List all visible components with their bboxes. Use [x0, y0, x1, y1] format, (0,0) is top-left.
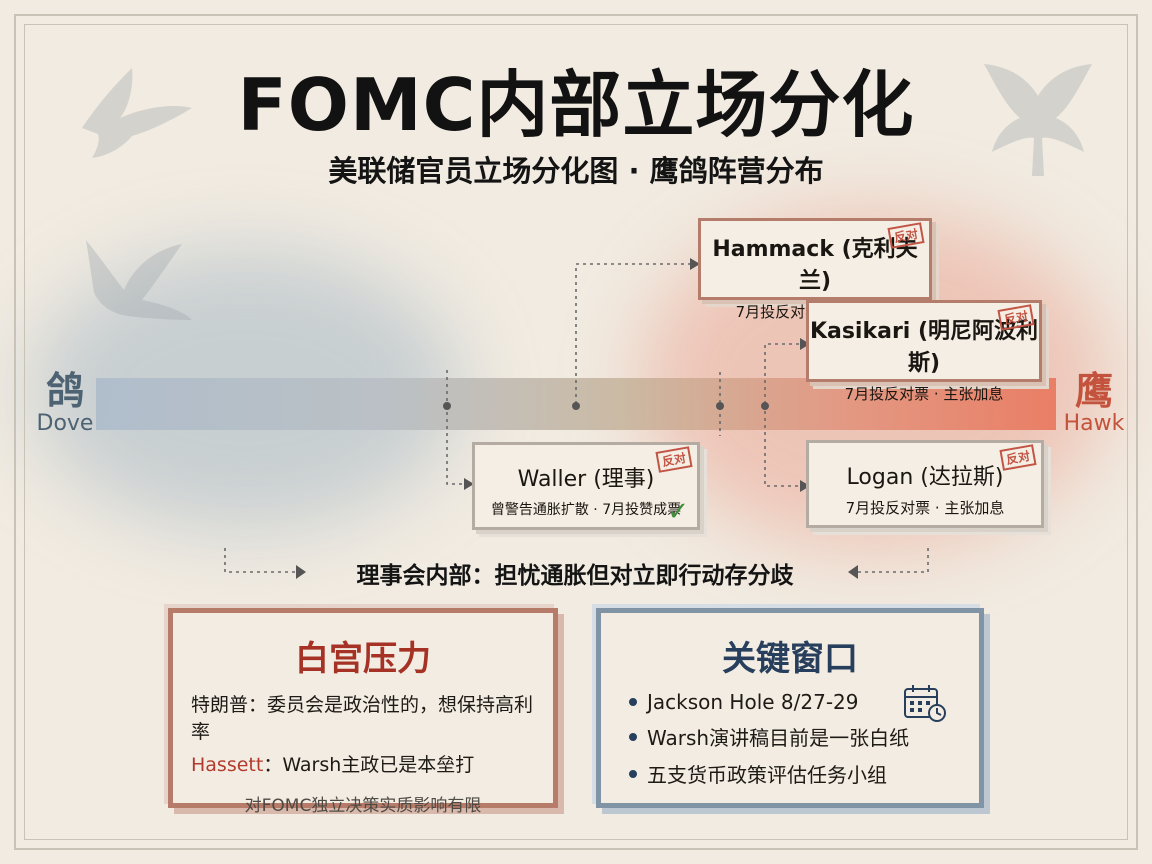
- key-window-item-text: Jackson Hole 8/27-29: [647, 690, 859, 714]
- checkmark-icon: ✓: [667, 497, 689, 527]
- dove-label-en: Dove: [36, 411, 94, 436]
- key-window-item-text: 五支货币政策评估任务小组: [647, 763, 887, 787]
- official-card-waller: Waller (理事) 曾警告通胀扩散 · 7月投赞成票 反对 ✓: [472, 442, 700, 530]
- calendar-icon: [904, 685, 946, 722]
- dove-icon: [86, 240, 192, 320]
- eagle-icon: [984, 64, 1092, 176]
- dove-label-cn: 鸽: [45, 368, 84, 413]
- official-note: 7月投反对票 · 主张加息: [845, 499, 1005, 517]
- hassett-text: ：Warsh主政已是本垒打: [263, 754, 475, 776]
- key-window-item: 五支货币政策评估任务小组: [629, 759, 951, 788]
- key-window-item-text: Warsh演讲稿目前是一张白纸: [647, 726, 910, 750]
- bullet-icon: [629, 732, 637, 741]
- hawk-label-cn: 鹰: [1074, 368, 1113, 413]
- official-name: Kasikari (明尼阿波利斯): [809, 319, 1039, 376]
- official-name: Waller (理事): [517, 467, 655, 492]
- key-window-item: Warsh演讲稿目前是一张白纸: [629, 722, 951, 751]
- trump-quote: 特朗普：委员会是政治性的，想保持高利率: [191, 690, 535, 744]
- bullet-icon: [629, 698, 637, 706]
- page-title: FOMC内部立场分化: [237, 63, 915, 147]
- official-name: Logan (达拉斯): [846, 465, 1004, 490]
- key-window-panel: 关键窗口 Jackson Hole 8/27-29 Warsh演讲稿目前是一张白…: [596, 608, 984, 808]
- decorative-frame-inner: [24, 24, 1128, 840]
- key-window-item: Jackson Hole 8/27-29: [629, 690, 951, 714]
- hassett-speaker: Hassett: [191, 754, 264, 776]
- official-card-hammack: Hammack (克利夫兰) 7月投反对票 · 主张加息 反对: [698, 218, 932, 321]
- trump-text: ：委员会是政治性的，想保持高利率: [191, 694, 534, 743]
- official-name: Hammack (克利夫兰): [712, 237, 918, 294]
- dove-icon: [82, 68, 192, 158]
- official-note: 曾警告通胀扩散 · 7月投赞成票: [490, 502, 682, 518]
- official-card-kasikari: Kasikari (明尼阿波利斯) 7月投反对票 · 主张加息 反对: [806, 300, 1042, 403]
- hawk-pole-label: 鹰 Hawk: [1058, 370, 1130, 436]
- official-card-logan: Logan (达拉斯) 7月投反对票 · 主张加息 反对: [806, 440, 1044, 528]
- dove-pole-label: 鸽 Dove: [34, 370, 96, 436]
- white-house-pressure-panel: 白宫压力 特朗普：委员会是政治性的，想保持高利率 Hassett：Warsh主政…: [168, 608, 558, 816]
- hassett-quote: Hassett：Warsh主政已是本垒打: [191, 750, 535, 777]
- hawk-label-en: Hawk: [1063, 411, 1125, 436]
- white-house-title: 白宫压力: [295, 639, 431, 679]
- board-note: 理事会内部：担忧通胀但对立即行动存分歧: [356, 563, 794, 589]
- official-note: 7月投反对票 · 主张加息: [844, 385, 1004, 403]
- page-subtitle: 美联储官员立场分化图 · 鹰鸽阵营分布: [328, 154, 824, 188]
- key-window-title: 关键窗口: [722, 639, 858, 679]
- white-house-footer: 对FOMC独立决策实质影响有限: [244, 796, 482, 816]
- bullet-icon: [629, 769, 637, 778]
- trump-speaker: 特朗普: [191, 694, 249, 716]
- decorative-frame: [14, 14, 1138, 850]
